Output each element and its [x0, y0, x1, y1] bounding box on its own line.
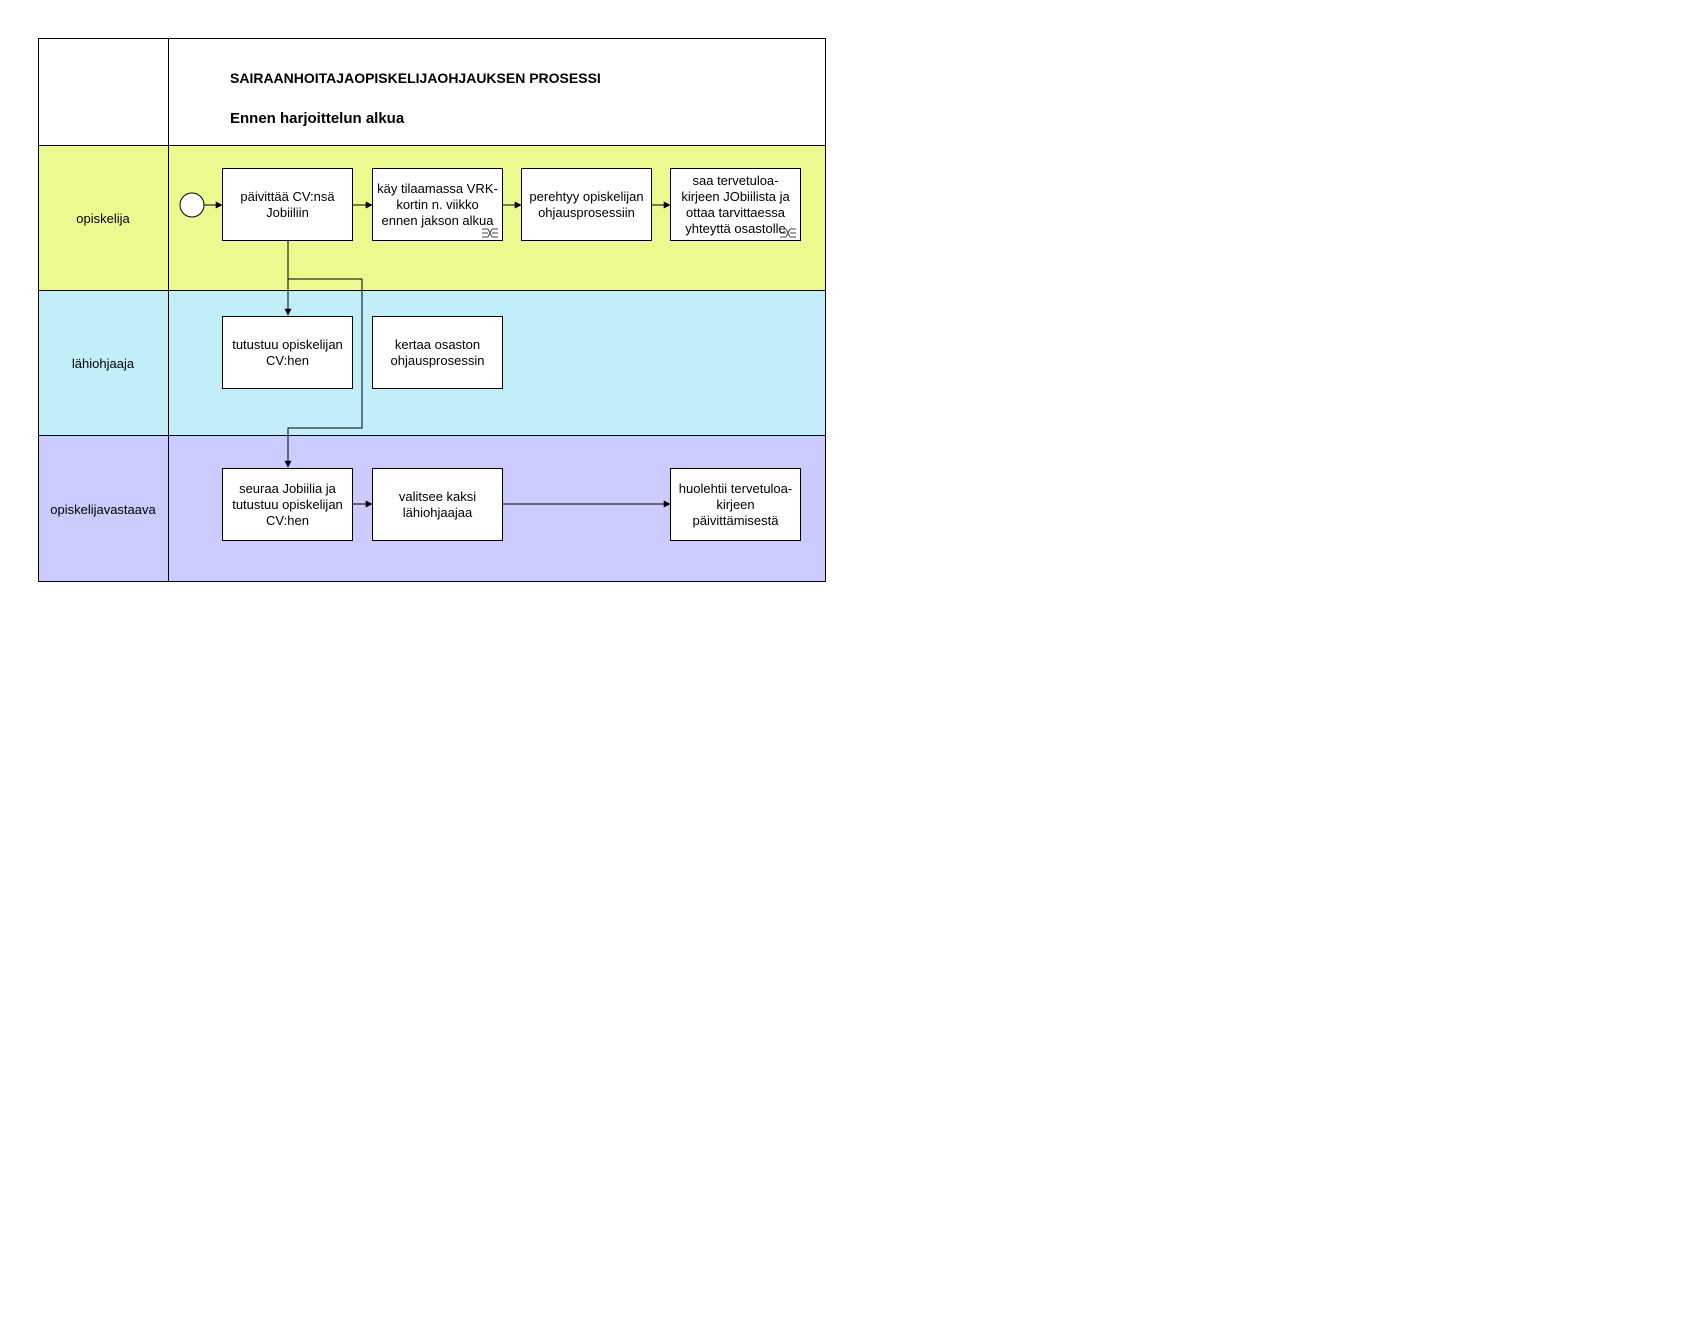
task-label-line: Jobiiliin	[266, 205, 309, 220]
task-box[interactable]	[521, 168, 652, 241]
task-label-line: kirjeen	[716, 497, 754, 512]
task-box[interactable]	[670, 168, 801, 241]
task-box[interactable]	[222, 468, 353, 541]
header-area	[38, 38, 826, 146]
task-label-line: kortin n. viikko	[396, 197, 478, 212]
task-box[interactable]	[222, 168, 353, 241]
subprocess-icon	[482, 228, 498, 238]
task-label-line: perehtyy opiskelijan	[529, 189, 643, 204]
task-label-line: CV:hen	[266, 513, 309, 528]
task-label-line: tutustuu opiskelijan	[232, 337, 343, 352]
task-t4[interactable]: saa tervetuloa-kirjeen JObiilista jaotta…	[670, 168, 801, 241]
flow-t1-to-t7	[284, 278, 363, 468]
diagram-title: SAIRAANHOITAJAOPISKELIJAOHJAUKSEN PROSES…	[230, 70, 601, 86]
start-event[interactable]	[179, 192, 205, 218]
lane-label-opiskelija: opiskelija	[76, 211, 130, 226]
task-label-line: ottaa tarvittaessa	[686, 205, 786, 220]
subprocess-icon	[780, 228, 796, 238]
task-label-line: ennen jakson alkua	[381, 213, 494, 228]
lane-label-opiskelijavastaava: opiskelijavastaava	[50, 502, 156, 517]
connectors	[204, 201, 671, 508]
task-label-line: kirjeen JObiilista ja	[681, 189, 790, 204]
task-box[interactable]	[670, 468, 801, 541]
task-label-line: käy tilaamassa VRK-	[377, 181, 498, 196]
task-label-line: huolehtii tervetuloa-	[679, 481, 792, 496]
task-label-line: tutustuu opiskelijan	[232, 497, 343, 512]
task-box[interactable]	[222, 316, 353, 389]
task-label-line: CV:hen	[266, 353, 309, 368]
task-box[interactable]	[372, 316, 503, 389]
task-label-line: päivittämisestä	[693, 513, 780, 528]
task-label-line: yhteyttä osastolle	[685, 221, 785, 236]
task-box[interactable]	[372, 168, 503, 241]
task-label-line: ohjausprosessin	[391, 353, 485, 368]
lane-label-lahiohjaaja: lähiohjaaja	[72, 356, 135, 371]
task-label-line: päivittää CV:nsä	[240, 189, 335, 204]
task-t9[interactable]: huolehtii tervetuloa-kirjeenpäivittämise…	[670, 468, 801, 541]
task-box[interactable]	[372, 468, 503, 541]
task-label-line: lähiohjaajaa	[403, 505, 473, 520]
task-label-line: saa tervetuloa-	[693, 173, 779, 188]
task-label-line: ohjausprosessiin	[538, 205, 635, 220]
task-label-line: valitsee kaksi	[399, 489, 476, 504]
task-label-line: kertaa osaston	[395, 337, 480, 352]
task-t2[interactable]: käy tilaamassa VRK-kortin n. viikkoennen…	[372, 168, 503, 241]
diagram-subtitle: Ennen harjoittelun alkua	[230, 110, 405, 127]
task-label-line: seuraa Jobiilia ja	[239, 481, 337, 496]
